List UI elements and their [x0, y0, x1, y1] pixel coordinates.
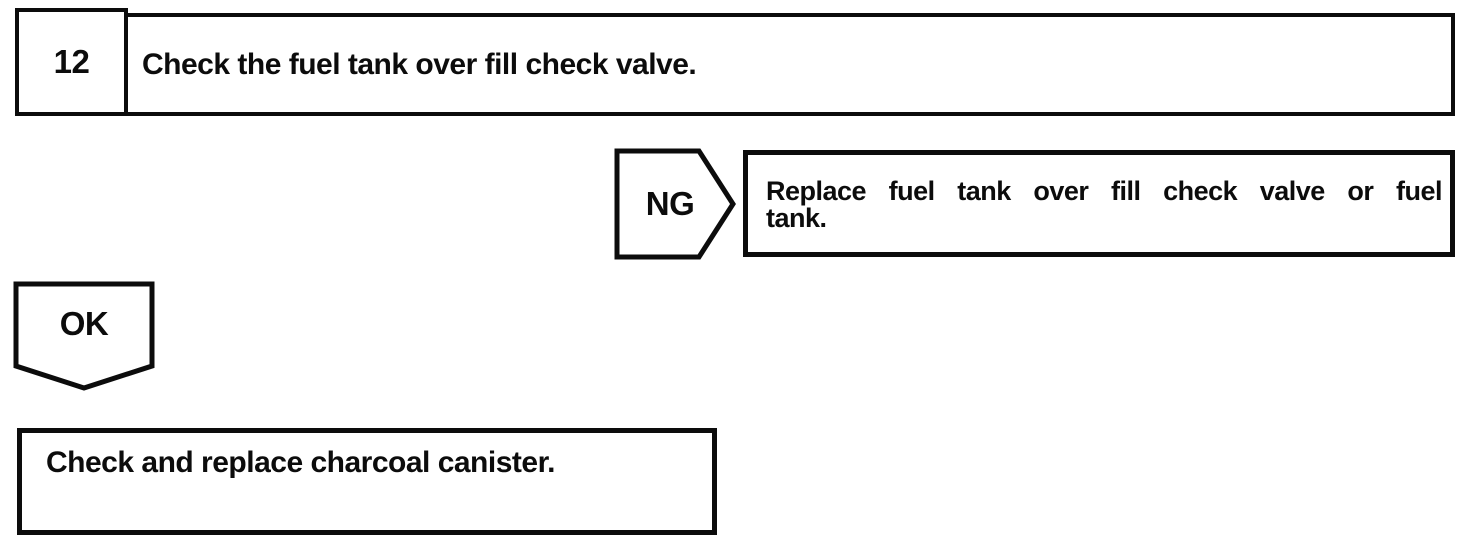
ok-label: OK [59, 304, 109, 342]
ng-action-text-line2: tank. [766, 203, 827, 233]
ng-action-box: Replace fuel tank over fill check valve … [743, 150, 1455, 257]
step-number: 12 [53, 43, 90, 80]
ng-pentagon-shape [614, 148, 736, 260]
step-number-cell: 12 [15, 8, 128, 116]
ok-connector-icon [13, 281, 155, 391]
ok-pentagon-shape [13, 281, 155, 391]
ng-label: NG [645, 185, 695, 222]
step-title-box: Check the fuel tank over fill check valv… [124, 13, 1455, 116]
ok-action-text: Check and replace charcoal canister. [46, 446, 555, 479]
step-title: Check the fuel tank over fill check valv… [142, 47, 697, 81]
ng-connector-icon [614, 148, 736, 260]
ok-action-box: Check and replace charcoal canister. [17, 428, 717, 535]
ng-action-text-line1: Replace fuel tank over fill check valve … [766, 176, 1443, 206]
